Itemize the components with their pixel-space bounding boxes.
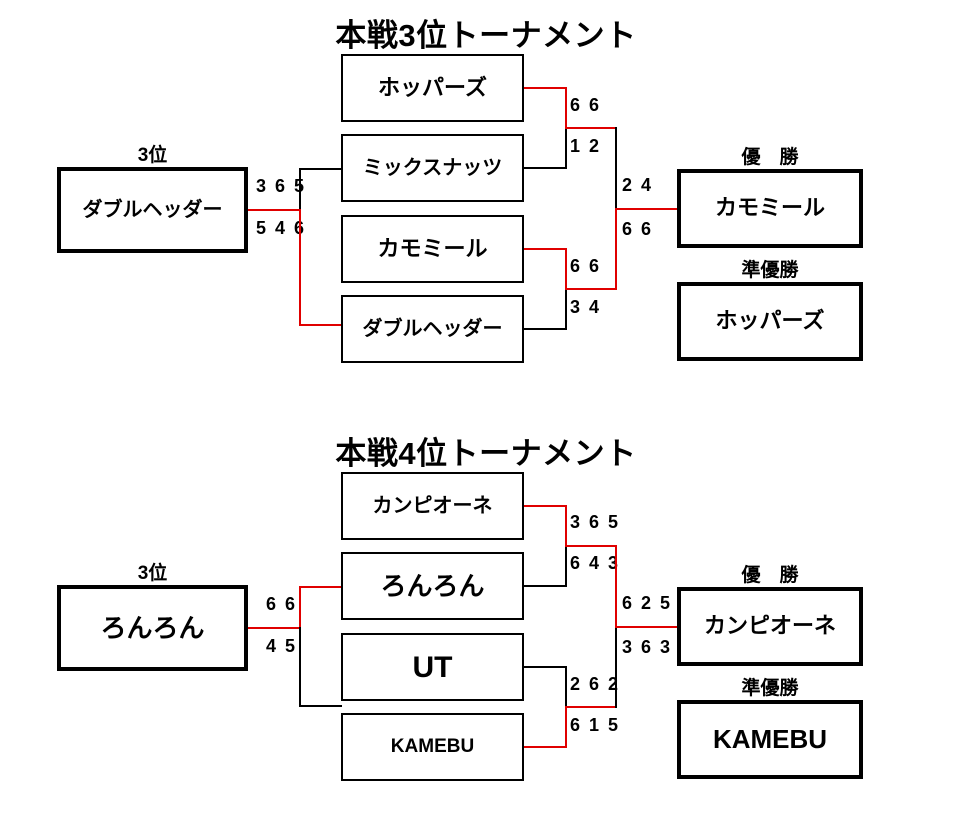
connector-to-mixnuts (299, 168, 342, 170)
runnerup-caption-4th: 準優勝 (741, 678, 799, 699)
final-vert-lower-3rd (615, 208, 617, 290)
sf2-vert-lower-4th (565, 706, 567, 747)
sf2-score-bottom-4th: 6 1 5 (570, 715, 621, 735)
team-name-4th-0: カンピオーネ (372, 495, 493, 517)
final-out-4th (615, 626, 677, 628)
sf2-out-4th (565, 706, 617, 708)
sf1-in-top-3rd (524, 87, 567, 89)
team-name-3rd-3: ダブルヘッダー (362, 318, 503, 340)
sf1-score-bottom-4th: 6 4 3 (570, 553, 621, 573)
champion-name-3rd: カモミール (714, 195, 825, 221)
sf2-score-top-3rd: 6 6 (570, 256, 602, 276)
final-score-bottom-3rd: 6 6 (622, 219, 654, 239)
sf2-in-bottom-4th (524, 746, 567, 748)
team-box-4th-2[interactable]: UT (341, 633, 524, 701)
final-out-3rd (615, 208, 677, 210)
connector-vert-lower-4th (299, 627, 301, 707)
runnerup-name-4th: KAMEBU (712, 724, 828, 755)
sf1-vert-upper-3rd (565, 87, 567, 128)
final-score-bottom-4th: 3 6 3 (622, 637, 673, 657)
seed-box-3rd[interactable]: ダブルヘッダー (57, 167, 248, 253)
bracket-title-4th: 本戦4位トーナメント (335, 436, 637, 471)
team-name-3rd-0: ホッパーズ (378, 74, 487, 100)
champion-caption-4th: 優 勝 (741, 565, 799, 586)
team-box-4th-0[interactable]: カンピオーネ (341, 472, 524, 540)
runnerup-name-3rd: ホッパーズ (715, 308, 825, 334)
connector-vert-upper-4th (299, 586, 301, 628)
seed-score-bottom-3rd: 5 4 6 (256, 218, 307, 238)
sf2-score-bottom-3rd: 3 4 (570, 297, 602, 317)
champion-box-3rd[interactable]: カモミール (677, 169, 863, 248)
sf2-in-top-4th (524, 666, 567, 668)
final-vert-upper-4th (615, 545, 617, 627)
team-name-4th-1: ろんろん (380, 570, 485, 601)
champion-caption-3rd: 優 勝 (741, 147, 799, 168)
sf1-score-top-4th: 3 6 5 (570, 512, 621, 532)
seed-score-bottom-4th: 4 5 (266, 636, 298, 656)
team-name-3rd-1: ミックスナッツ (362, 157, 503, 179)
sf1-vert-lower-4th (565, 545, 567, 586)
team-name-4th-3: KAMEBU (390, 735, 475, 757)
final-score-top-4th: 6 2 5 (622, 593, 673, 613)
champion-box-4th[interactable]: カンピオーネ (677, 587, 863, 666)
connector-seed-out-4th (248, 627, 301, 629)
connector-seed-out-3rd (248, 209, 301, 211)
sf2-vert-lower-3rd (565, 288, 567, 329)
connector-vert-upper-3rd (299, 168, 301, 210)
seed-score-top-4th: 6 6 (266, 594, 298, 614)
team-box-3rd-3[interactable]: ダブルヘッダー (341, 295, 524, 363)
team-box-4th-3[interactable]: KAMEBU (341, 713, 524, 781)
runnerup-caption-3rd: 準優勝 (741, 260, 799, 281)
connector-to-doubleheader (299, 324, 342, 326)
team-box-3rd-1[interactable]: ミックスナッツ (341, 134, 524, 202)
sf2-score-top-4th-real: 2 6 2 (570, 674, 621, 694)
bracket-title-3rd: 本戦3位トーナメント (335, 18, 637, 53)
sf1-out-3rd (565, 127, 617, 129)
seed-team-name-4th: ろんろん (100, 612, 205, 643)
connector-vert-lower-3rd (299, 209, 301, 326)
sf2-out-3rd (565, 288, 617, 290)
seed-team-name-3rd: ダブルヘッダー (82, 199, 223, 221)
sf1-vert-lower-3rd (565, 127, 567, 168)
sf1-out-4th (565, 545, 617, 547)
final-vert-lower-4th (615, 626, 617, 708)
sf2-vert-upper-4th (565, 666, 567, 707)
sf2-in-bottom-3rd (524, 328, 567, 330)
connector-to-ronron (299, 586, 342, 588)
team-box-3rd-0[interactable]: ホッパーズ (341, 54, 524, 122)
sf1-in-top-4th (524, 505, 567, 507)
final-vert-upper-3rd (615, 127, 617, 209)
connector-to-ut (299, 705, 342, 707)
sf2-in-top-3rd (524, 248, 567, 250)
seed-caption-4th: 3位 (137, 563, 168, 584)
runnerup-box-3rd[interactable]: ホッパーズ (677, 282, 863, 361)
team-name-4th-2: UT (412, 650, 453, 684)
runnerup-box-4th[interactable]: KAMEBU (677, 700, 863, 779)
champion-name-4th: カンピオーネ (703, 613, 836, 639)
seed-box-4th[interactable]: ろんろん (57, 585, 248, 671)
sf1-score-bottom-3rd: 1 2 (570, 136, 602, 156)
team-box-3rd-2[interactable]: カモミール (341, 215, 524, 283)
sf1-vert-upper-4th (565, 505, 567, 546)
team-box-4th-1[interactable]: ろんろん (341, 552, 524, 620)
team-name-3rd-2: カモミール (377, 235, 488, 261)
sf2-vert-upper-3rd (565, 248, 567, 289)
seed-score-top-3rd: 3 6 5 (256, 176, 307, 196)
seed-caption-3rd: 3位 (137, 145, 168, 166)
sf1-in-bottom-3rd (524, 167, 567, 169)
final-score-top-3rd: 2 4 (622, 175, 654, 195)
sf1-in-bottom-4th (524, 585, 567, 587)
sf1-score-top-3rd: 6 6 (570, 95, 602, 115)
